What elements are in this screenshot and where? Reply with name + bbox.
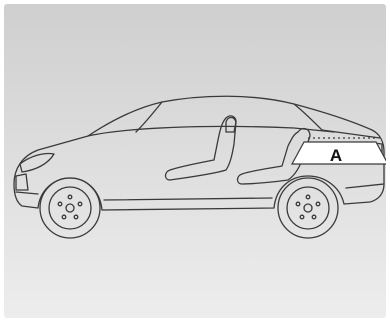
diagram-panel: A [4,4,386,318]
cargo-area-label: A [330,146,342,165]
sedan-cargo-diagram: A [4,4,386,318]
